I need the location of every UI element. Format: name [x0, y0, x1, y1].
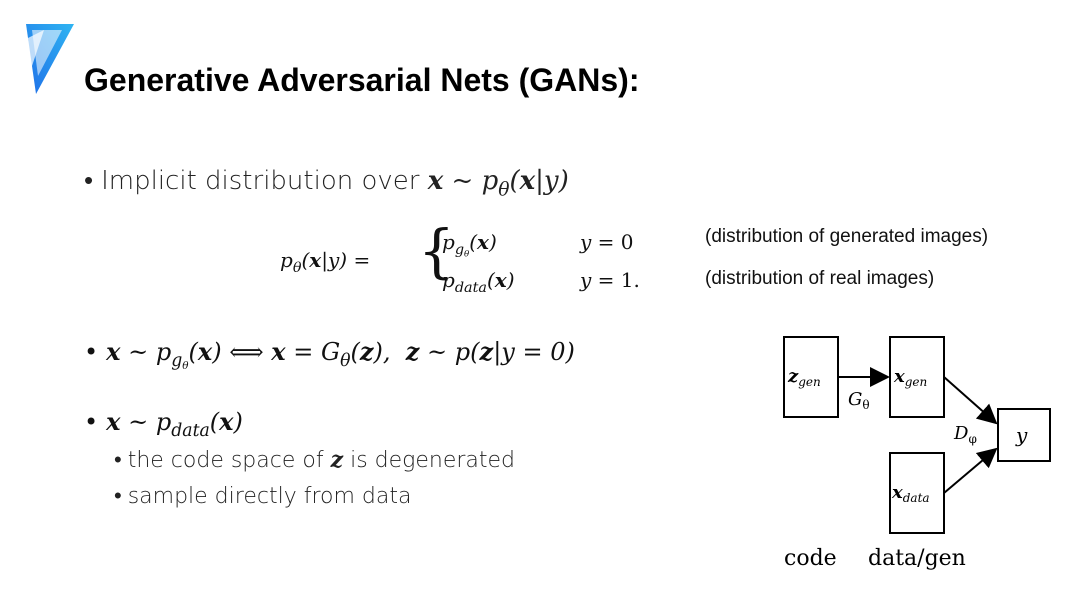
- bullet-implicit-distribution: •Implicit distribution over x ~ pθ(x|y): [84, 165, 569, 201]
- caption-code: code: [784, 546, 837, 571]
- bullet-generator-relation: •x ~ pgθ(x) ⟺ x = Gθ(z), z ~ p(z|y = 0): [84, 337, 575, 372]
- bullet-data-distribution: •x ~ pdata(x): [84, 407, 243, 441]
- subbullet-math: z: [330, 447, 344, 473]
- equation-lhs: pθ(x|y) =: [280, 248, 371, 277]
- bullet-dot: •: [114, 484, 122, 509]
- caption-data-gen: data/gen: [868, 546, 966, 571]
- subbullet-text-after: is degenerated: [343, 448, 516, 473]
- equation-case2-cond: y = 1.: [580, 268, 640, 292]
- note-generated-images: (distribution of generated images): [705, 226, 989, 247]
- slide-title: Generative Adversarial Nets (GANs):: [84, 62, 640, 98]
- bullet-text: Implicit distribution over: [101, 166, 428, 196]
- bullet-dot: •: [114, 448, 122, 473]
- bullet-math: x ~ pdata(x): [106, 407, 243, 442]
- edge-xdata-to-y: [943, 447, 998, 494]
- node-y-label: y: [1015, 423, 1028, 447]
- bullet-dot: •: [84, 408, 99, 436]
- subbullet-text: sample directly from data: [127, 484, 412, 509]
- equation-case2-expr: pdata(x): [442, 268, 515, 297]
- equation-case1-expr: pgθ(x): [442, 230, 497, 260]
- bullet-math: x ~ pgθ(x) ⟺ x = Gθ(z), z ~ p(z|y = 0): [106, 337, 575, 373]
- bullet-dot: •: [84, 166, 94, 196]
- bullet-dot: •: [84, 338, 99, 366]
- edge-label-discriminator: Dφ: [953, 423, 977, 446]
- node-y: [997, 408, 1051, 462]
- piecewise-equation: pθ(x|y) = { pgθ(x) y = 0 pdata(x) y = 1.: [280, 222, 680, 298]
- note-real-images: (distribution of real images): [705, 268, 935, 289]
- equation-case1-cond: y = 0: [580, 230, 634, 254]
- subbullet-sample-directly: •sample directly from data: [114, 483, 411, 509]
- subbullet-text: the code space of: [127, 448, 331, 473]
- edge-xgen-to-y: [943, 376, 998, 425]
- gan-diagram: zgen xgen xdata y Gθ Dφ code data/gen: [783, 336, 1051, 571]
- node-x-gen: [889, 336, 945, 418]
- logo-icon: [26, 24, 74, 94]
- edge-label-generator: Gθ: [848, 389, 870, 412]
- node-z-gen: [783, 336, 839, 418]
- subbullet-code-space: •the code space of z is degenerated: [114, 447, 515, 473]
- bullet-math: x ~ pθ(x|y): [427, 166, 569, 201]
- equation-brace: {: [418, 217, 455, 285]
